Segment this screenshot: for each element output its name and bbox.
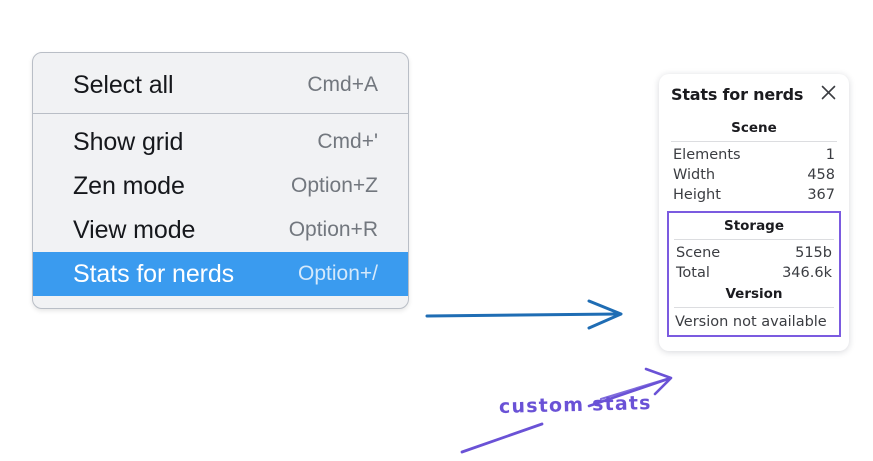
section-divider [674,307,834,308]
section-title: Version [725,286,783,302]
menu-item-label: View mode [73,215,196,244]
menu-item-zen-mode[interactable]: Zen mode Option+Z [33,164,408,208]
stats-section-version: Version Version not available [674,283,834,331]
blue-arrow-icon [425,299,623,330]
menu-item-shortcut: Option+R [288,218,378,241]
menu-item-shortcut: Cmd+' [317,130,378,153]
stat-value: 367 [807,187,835,203]
stats-panel-title: Stats for nerds [671,85,804,104]
menu-item-view-mode[interactable]: View mode Option+R [33,208,408,252]
menu-item-shortcut: Option+Z [291,174,378,197]
stat-row: Elements 1 [671,145,837,165]
close-icon[interactable] [820,84,837,105]
section-title: Storage [723,218,785,234]
stat-label: Total [676,265,710,281]
stats-for-nerds-panel: Stats for nerds Scene Elements 1 Width 4… [659,74,849,351]
section-divider [674,239,834,240]
stats-panel-header: Stats for nerds [671,84,837,105]
menu-item-label: Select all [73,70,174,99]
stat-value: 458 [807,167,835,183]
menu-item-label: Zen mode [73,171,185,200]
stat-label: Scene [676,245,721,261]
stat-label: Height [673,187,721,203]
stat-row: Total 346.6k [674,263,834,283]
menu-item-show-grid[interactable]: Show grid Cmd+' [33,120,408,164]
stat-value: 515b [795,245,832,261]
stats-section-scene: Scene Elements 1 Width 458 Height 367 [671,117,837,205]
menu-separator [33,113,408,114]
menu-item-shortcut: Option+/ [298,262,378,285]
section-title: Scene [731,120,777,136]
menu-item-select-all[interactable]: Select all Cmd+A [33,63,408,107]
stat-row: Width 458 [671,165,837,185]
custom-stats-outline: Storage Scene 515b Total 346.6k Version … [667,211,841,337]
stat-label: Width [673,167,716,183]
context-menu[interactable]: Select all Cmd+A Show grid Cmd+' Zen mod… [32,52,409,309]
stat-row: Height 367 [671,185,837,205]
stat-label: Elements [673,147,741,163]
stat-row: Scene 515b [674,243,834,263]
stat-value: 1 [825,147,835,163]
menu-group-2: Show grid Cmd+' Zen mode Option+Z View m… [33,116,408,300]
menu-item-stats-for-nerds[interactable]: Stats for nerds Option+/ [33,252,408,296]
menu-item-label: Show grid [73,127,184,156]
stats-section-storage: Storage Scene 515b Total 346.6k [674,215,834,283]
menu-item-label: Stats for nerds [73,259,235,288]
menu-item-shortcut: Cmd+A [307,73,378,96]
section-divider [671,141,837,142]
version-not-available-text: Version not available [675,314,827,330]
stat-value: 346.6k [782,265,832,281]
custom-stats-annotation-label: custom stats [498,392,652,418]
menu-group-1: Select all Cmd+A [33,59,408,111]
purple-underline-stroke [460,422,544,454]
